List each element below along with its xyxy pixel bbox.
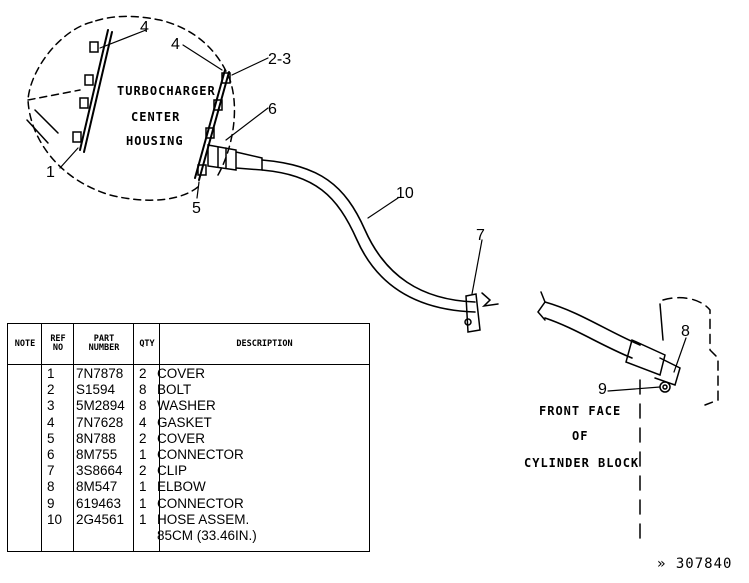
table-cell-ref: 6 [47, 447, 55, 462]
callout-8: 8 [681, 323, 690, 340]
table-cell-desc: ELBOW [157, 479, 206, 495]
table-cell-qty: 1 [139, 447, 147, 462]
table-cell-desc: CONNECTOR [157, 447, 244, 462]
block-label-line-1: FRONT FACE [539, 404, 622, 418]
table-cell-qty: 4 [139, 414, 147, 430]
parts-table: NOTE REF NO PART NUMBER QTY DESCRIPTION … [7, 323, 370, 552]
block-face-short [659, 303, 664, 341]
table-cell-qty: 1 [139, 511, 147, 527]
table-cell-ref: 8 [47, 479, 55, 495]
block-face [662, 297, 719, 406]
table-cell-qty: 1 [139, 479, 147, 495]
table-cell-part: 8N788 [76, 430, 116, 446]
left-cover [79, 29, 113, 153]
block-label-line-3: CYLINDER BLOCK [524, 456, 640, 470]
table-cell-ref: 2 [47, 382, 55, 398]
left-bolts [72, 41, 99, 143]
callout-4a: 4 [140, 19, 149, 36]
callout-6: 6 [268, 101, 277, 118]
table-cell-part: 8M755 [76, 447, 118, 462]
connector-9 [659, 381, 671, 393]
table-cell-qty: 1 [139, 495, 147, 511]
description-continuation: 85CM (33.46IN.) [157, 528, 257, 543]
connector-6 [207, 144, 263, 171]
housing-label-line-3: HOUSING [126, 134, 184, 148]
header-part-number: PART NUMBER [88, 334, 120, 353]
table-cell-part: 2G4561 [76, 511, 125, 527]
callout-7: 7 [476, 227, 485, 244]
col-part [74, 324, 134, 551]
header-description: DESCRIPTION [236, 338, 293, 349]
table-cell-desc: COVER [157, 366, 206, 381]
table-cell-ref: 10 [47, 511, 63, 527]
table-cell-qty: 8 [139, 398, 147, 414]
housing-stub [26, 109, 59, 144]
clip-7-hole [464, 318, 472, 326]
connector-9-inner [662, 384, 668, 390]
table-cell-desc: HOSE ASSEM. [157, 511, 250, 527]
table-cell-desc: GASKET [157, 414, 212, 430]
hose-10 [261, 159, 476, 303]
col-note [8, 324, 42, 551]
table-cell-part: 3S8664 [76, 463, 123, 479]
table-cell-qty: 2 [139, 430, 147, 446]
table-cell-part: 7N7628 [76, 414, 124, 430]
right-cover [194, 69, 230, 181]
callout-1: 1 [46, 164, 55, 181]
callout-4b: 4 [171, 36, 180, 53]
table-cell-qty: 2 [139, 366, 147, 381]
table-cell-desc: CLIP [157, 463, 188, 479]
header-qty: QTY [139, 338, 155, 349]
table-cell-ref: 3 [47, 398, 55, 414]
callout-2-3: 2-3 [268, 51, 292, 68]
document-number: » 307840 [657, 556, 733, 572]
table-cell-part: 5M2894 [76, 398, 125, 414]
table-cell-ref: 9 [47, 495, 55, 511]
table-cell-ref: 1 [47, 366, 55, 381]
col-qty [134, 324, 160, 551]
table-cell-part: S1594 [76, 382, 116, 398]
header-ref-no: REF NO [50, 334, 66, 353]
table-cell-part: 7N7878 [76, 366, 124, 381]
col-ref [42, 324, 74, 551]
housing-outline [27, 15, 236, 201]
header-note: NOTE [14, 338, 36, 349]
housing-outline-left [27, 89, 81, 101]
hose-10-inner [261, 169, 476, 313]
elbow-8 [625, 338, 681, 386]
table-cell-qty: 2 [139, 463, 147, 479]
callout-10: 10 [396, 185, 414, 202]
housing-label-line-2: CENTER [131, 110, 181, 124]
leader-lines [59, 29, 687, 392]
housing-label-line-1: TURBOCHARGER [117, 84, 216, 98]
table-cell-part: 619463 [76, 495, 122, 511]
header-divider [8, 364, 369, 365]
table-cell-part: 8M547 [76, 479, 118, 495]
table-cell-desc: CONNECTOR [157, 495, 244, 511]
table-cell-desc: WASHER [157, 398, 216, 414]
callout-5: 5 [192, 200, 201, 217]
table-cell-ref: 4 [47, 414, 55, 430]
table-cell-ref: 7 [47, 463, 55, 479]
table-cell-qty: 8 [139, 382, 147, 398]
block-label-line-2: OF [572, 429, 589, 443]
hose-break-right [537, 291, 546, 321]
table-cell-desc: COVER [157, 430, 206, 446]
table-cell-ref: 5 [47, 430, 55, 446]
callout-9: 9 [598, 381, 607, 398]
hose-10-right [544, 301, 641, 359]
clip-7 [465, 293, 481, 333]
right-bolts [197, 72, 231, 176]
hose-break-left [481, 292, 499, 308]
table-cell-desc: BOLT [157, 382, 192, 398]
